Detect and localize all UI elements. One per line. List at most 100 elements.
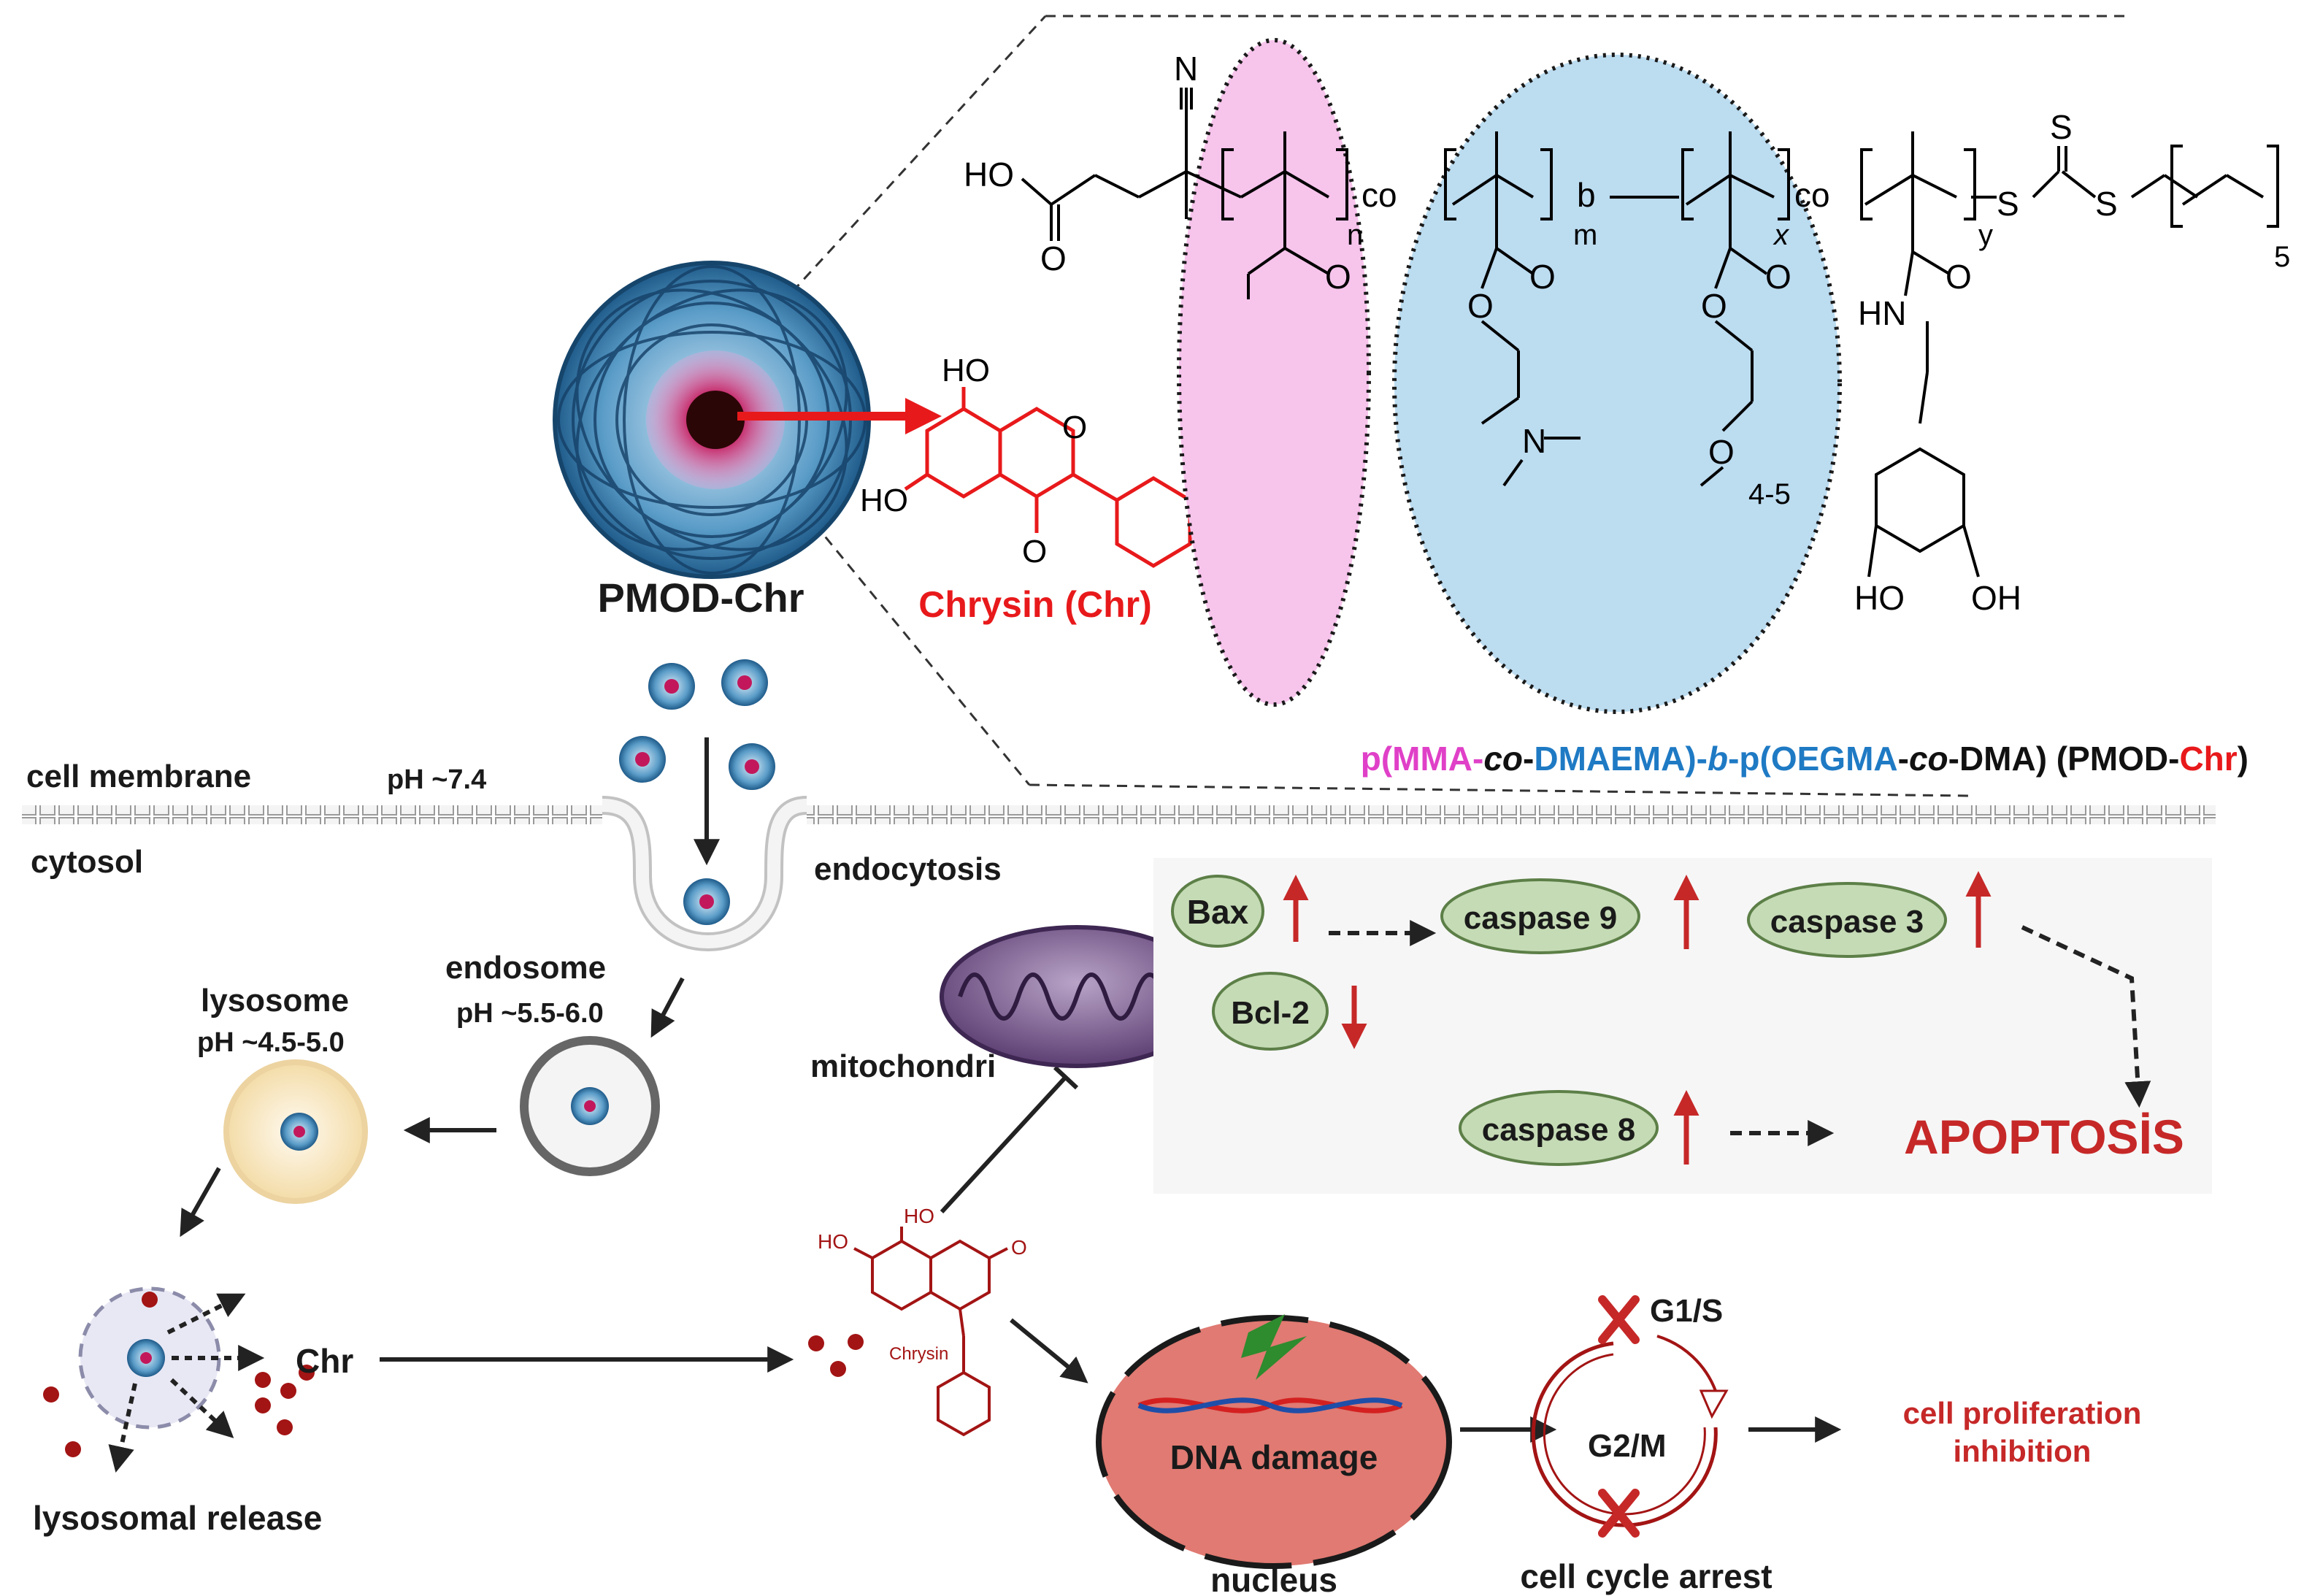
poly-oegma-o3: O (1708, 433, 1735, 471)
caspase3-pill (1747, 882, 1947, 958)
poly-five: 5 (2274, 241, 2290, 273)
ph-extracellular: pH ~7.4 (387, 764, 486, 795)
polymer-backbone (1021, 88, 2279, 578)
poly-amine-n: N (1522, 422, 1546, 460)
polymer-title-part: co (1483, 740, 1523, 778)
chr-label: Chr (296, 1342, 353, 1380)
poly-s1: S (1997, 185, 2019, 223)
release-arrow-3 (169, 1378, 234, 1438)
endocytosis-label: endocytosis (814, 851, 1002, 887)
zoom-guide-bottomline (1029, 783, 1972, 797)
arrow-to-endosome (650, 977, 685, 1038)
poly-four-five: 4-5 (1748, 478, 1791, 510)
polymer-title-part: - (1898, 740, 1909, 778)
poly-s2: S (2050, 108, 2073, 146)
polymer-title-part: b (1708, 740, 1728, 778)
block-g1s-icon (1598, 1295, 1640, 1344)
poly-dmaema-o2: O (1467, 287, 1494, 325)
polymer-title-part: DMAEMA)- (1534, 740, 1708, 778)
incoming-particles (619, 659, 775, 925)
ph-endosome: pH ~5.5-6.0 (456, 998, 604, 1029)
cytosol-label: cytosol (31, 844, 143, 880)
poly-acid-ho: HO (964, 156, 1014, 193)
poly-co-2: co (1794, 176, 1830, 214)
poly-y: y (1978, 219, 1993, 251)
membrane-right (807, 805, 2216, 824)
poly-b: b (1577, 176, 1596, 214)
dmaema-segment-highlight (1392, 53, 1842, 714)
mitochondria (940, 925, 1214, 1068)
apoptosis-panel (1153, 858, 2212, 1194)
release-arrow-1 (166, 1293, 246, 1335)
cell-membrane-label: cell membrane (26, 759, 251, 794)
endosome-label: endosome (445, 950, 606, 986)
dna-damage-label: DNA damage (1170, 1438, 1378, 1476)
caspase3-label: caspase 3 (1770, 904, 1924, 940)
proliferation-label-2: inhibition (1954, 1434, 2092, 1468)
bax-label: Bax (1187, 893, 1249, 931)
chrysin-small-oh-top: HO (904, 1205, 934, 1227)
polymer-title-part: -DMA) (PMOD- (1948, 740, 2180, 778)
poly-catechol-ho: HO (1854, 579, 1905, 617)
inhibition-bar (1053, 1065, 1079, 1090)
membrane-left (22, 805, 602, 824)
caspase8-pill (1459, 1090, 1659, 1166)
caspase3-to-apoptosis-arrow (2021, 925, 2151, 1108)
g2m-label: G2/M (1588, 1428, 1667, 1464)
zoom-guide-top (791, 15, 1047, 294)
damage-bolt-icon (1241, 1314, 1307, 1380)
chrysin-small-oh-left: HO (818, 1230, 848, 1253)
apoptosis-label: APOPTOSİS (1904, 1110, 2184, 1164)
caspase9-pill (1440, 878, 1640, 954)
bcl2-pill (1212, 972, 1329, 1051)
pmod-nanoparticle (553, 261, 871, 579)
caspase9-label: caspase 9 (1464, 900, 1617, 936)
poly-oegma-o: O (1765, 258, 1791, 296)
polymer-title-part: co (1909, 740, 1948, 778)
chrysin-oh-top: HO (942, 353, 990, 388)
chrysin-ring-o: O (1062, 410, 1087, 445)
dna-strand (1137, 1397, 1403, 1413)
lysosome-label: lysosome (201, 983, 349, 1018)
lysosomal-release-label: lysosomal release (33, 1499, 322, 1537)
free-chrysin-dots (808, 1334, 864, 1377)
poly-acid-o: O (1040, 239, 1067, 277)
cell-cycle-arrest-label: cell cycle arrest (1520, 1557, 1772, 1595)
poly-dmaema-o: O (1529, 258, 1556, 296)
pmod-label: PMOD-Chr (597, 575, 804, 621)
g1s-label: G1/S (1650, 1293, 1723, 1329)
polymer-title: p(MMA-co-DMAEMA)-b-p(OEGMA-co-DMA) (PMOD… (1361, 740, 2248, 778)
chrysin-small-label: Chrysin (889, 1344, 948, 1364)
poly-oegma-o2: O (1701, 287, 1727, 325)
arrow-to-nucleus (1010, 1318, 1088, 1384)
arrow-to-release (180, 1167, 221, 1238)
mma-segment-highlight (1177, 38, 1371, 707)
poly-co-1: co (1362, 176, 1397, 214)
endocytosis-pit-inner (602, 799, 807, 948)
chrysin-small-ketone: O (1011, 1236, 1027, 1259)
poly-catechol-oh: OH (1971, 579, 2021, 617)
nucleus (1096, 1315, 1452, 1569)
nucleus-label: nucleus (1210, 1561, 1337, 1596)
bax-pill (1171, 875, 1264, 948)
cell-cycle-diagram (1531, 1335, 1729, 1527)
poly-n: n (1347, 219, 1363, 251)
polymer-title-part: - (1523, 740, 1534, 778)
inhibition-line (940, 1075, 1068, 1214)
poly-dma-o: O (1946, 258, 1972, 296)
chrysin-label: Chrysin (Chr) (918, 584, 1151, 625)
proliferation-label-1: cell proliferation (1903, 1396, 2142, 1430)
zoom-guide-bottom (791, 496, 1031, 786)
poly-s3: S (2095, 185, 2118, 223)
ph-lysosome: pH ~4.5-5.0 (197, 1027, 345, 1058)
polymer-title-part: -p(OEGMA (1728, 740, 1898, 778)
polymer-title-part: p(MMA- (1361, 740, 1484, 778)
chrysin-ketone: O (1022, 534, 1047, 569)
release-arrow-4 (108, 1383, 137, 1473)
polymer-title-part: ) (2238, 740, 2248, 778)
poly-nitrile-n: N (1174, 50, 1198, 88)
chrysin-structure (904, 387, 1192, 568)
caspase8-label: caspase 8 (1482, 1112, 1635, 1148)
released-drug-dots (43, 1292, 315, 1457)
